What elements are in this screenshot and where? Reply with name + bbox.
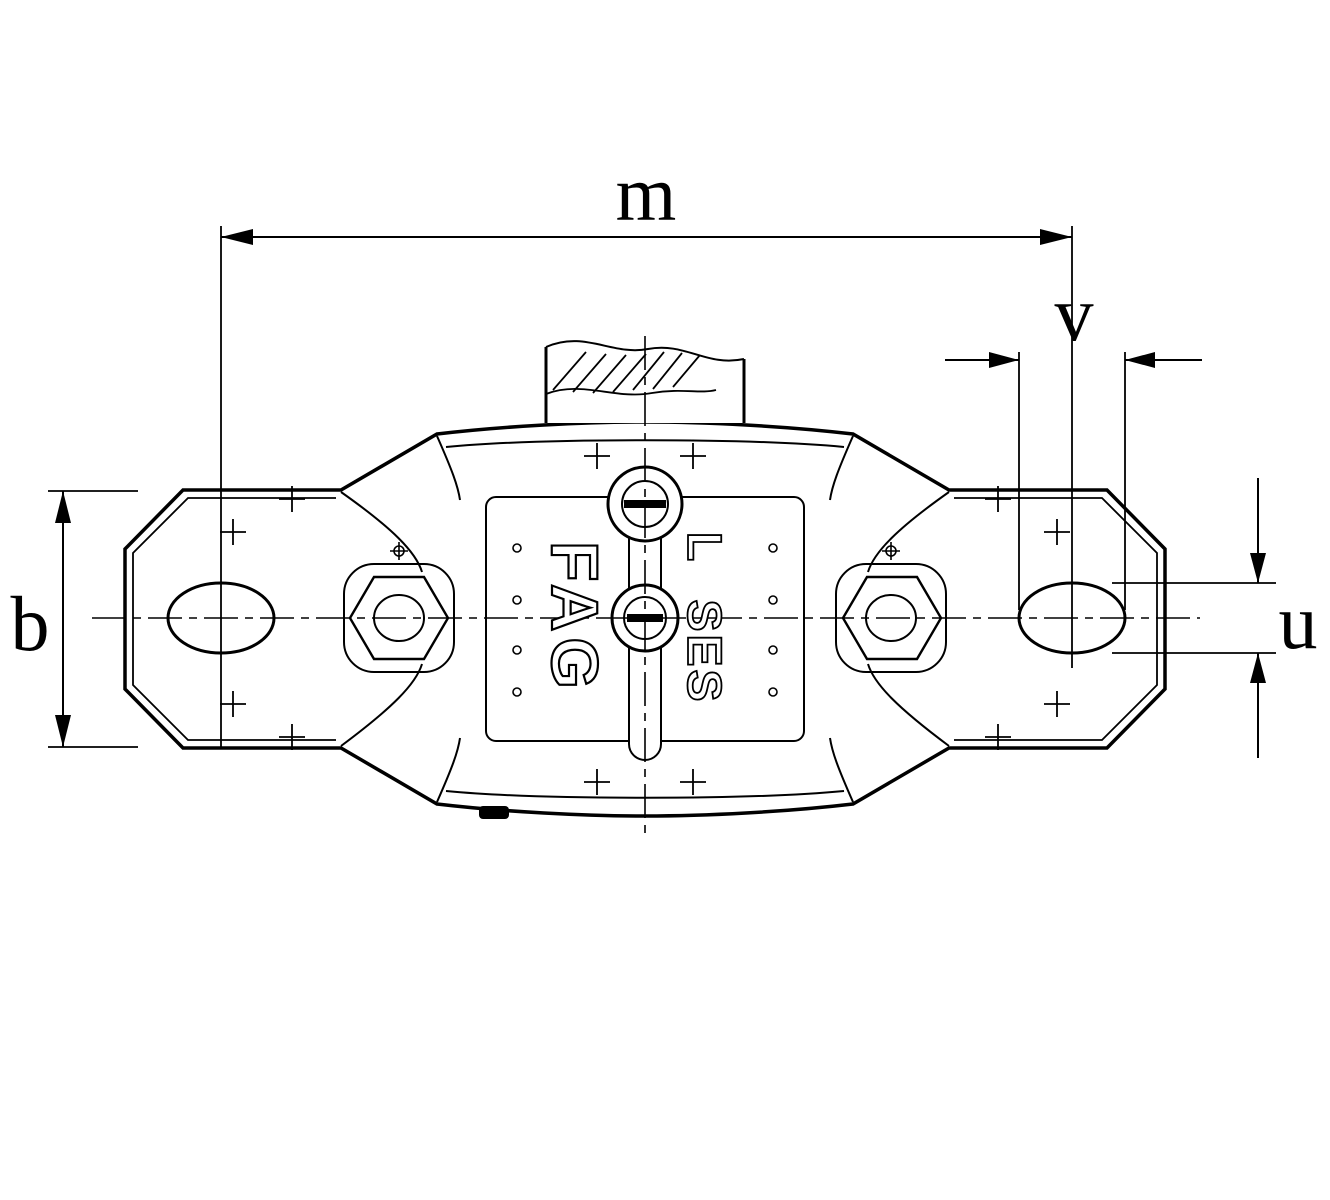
hole-center-cross-marks <box>220 443 1070 795</box>
pin-marks <box>390 542 900 560</box>
arrowhead <box>1250 553 1266 583</box>
centerlines <box>92 336 1200 840</box>
rib-lines <box>340 435 950 803</box>
bottom-tab <box>479 806 509 819</box>
arrowhead <box>55 715 71 747</box>
shaft-break-line <box>545 340 745 362</box>
dim-label-b: b <box>11 580 50 667</box>
dim-label-m: m <box>616 150 677 237</box>
right-wing-inner-edge <box>954 497 1158 741</box>
shaft-hatching <box>552 351 701 394</box>
arrowhead <box>1040 229 1072 245</box>
arrowhead <box>1250 653 1266 683</box>
arrowhead <box>1125 352 1155 368</box>
arrowhead <box>221 229 253 245</box>
dimension-b: b <box>11 490 138 748</box>
text-variant-l: L <box>677 532 730 564</box>
dimension-m: m <box>220 150 1073 748</box>
left-wing-inner-edge <box>132 497 336 741</box>
dim-label-u: u <box>1279 578 1318 665</box>
small-hole-dots <box>512 543 778 697</box>
text-series-ses: SES <box>677 599 730 704</box>
dim-label-v: v <box>1055 270 1094 357</box>
dimension-u: u <box>1112 478 1318 758</box>
brand-text-fag: FAG <box>538 541 612 695</box>
arrowhead <box>55 491 71 523</box>
arrowhead <box>989 352 1019 368</box>
dimension-v: v <box>945 270 1202 610</box>
